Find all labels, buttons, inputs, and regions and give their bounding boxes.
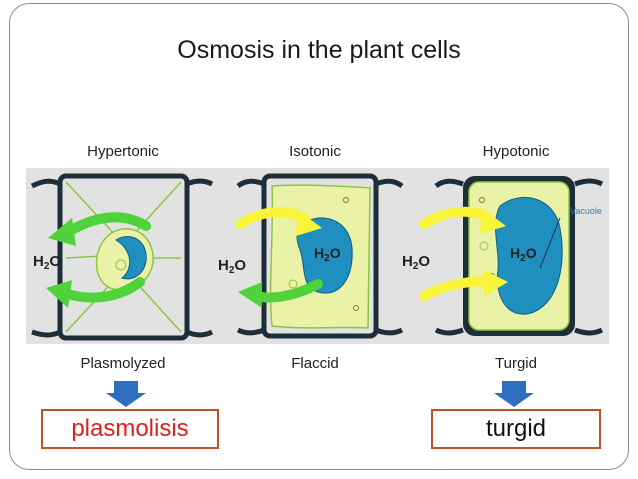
h2o-label-hypotonic-outside: H2O <box>402 253 430 272</box>
result-box-plasmolisis: plasmolisis <box>41 409 219 449</box>
label-hypotonic: Hypotonic <box>482 143 550 160</box>
label-hypertonic: Hypertonic <box>87 143 159 160</box>
h2o-label-hypotonic-vacuole: H2O <box>510 245 537 264</box>
arrow-water-in-hypotonic-bottom <box>419 270 508 301</box>
arrow-water-in-hypotonic-top <box>419 206 506 234</box>
label-plasmolyzed: Plasmolyzed <box>80 355 166 372</box>
label-isotonic: Isotonic <box>289 143 341 160</box>
h2o-label-isotonic-vacuole: H2O <box>314 245 341 264</box>
down-arrow-left <box>106 381 146 407</box>
h2o-label-isotonic-outside: H2O <box>218 257 246 276</box>
vacuole-pointer-line <box>539 217 561 269</box>
arrow-water-in-isotonic <box>235 207 322 236</box>
down-arrow-right <box>494 381 534 407</box>
slide-title: Osmosis in the plant cells <box>177 36 461 64</box>
h2o-label-hypertonic: H2O <box>33 253 61 272</box>
label-flaccid: Flaccid <box>291 355 339 372</box>
arrow-water-out-bottom <box>46 277 145 308</box>
arrow-water-out-isotonic <box>238 279 323 308</box>
label-turgid: Turgid <box>495 355 537 372</box>
vacuole-label: Vacuole <box>570 206 602 216</box>
arrow-water-out-top <box>48 212 151 246</box>
result-box-turgid: turgid <box>431 409 601 449</box>
